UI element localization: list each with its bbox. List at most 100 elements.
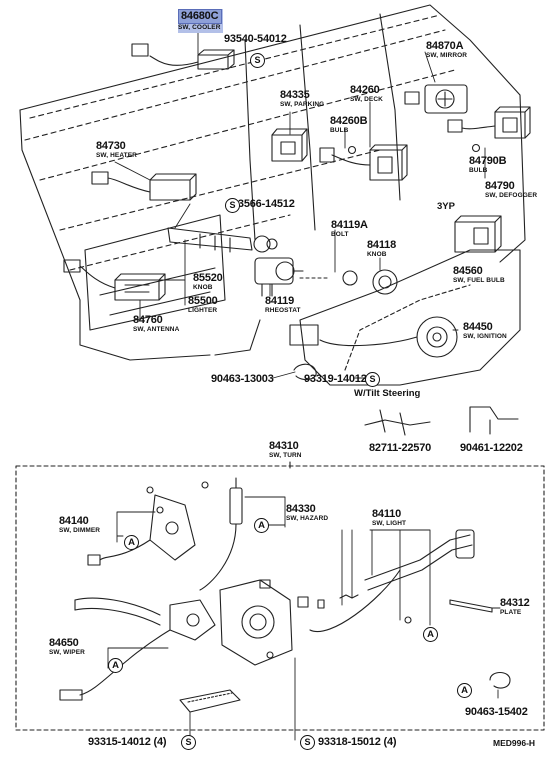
- part-label-93566-14512: 93566-14512: [232, 199, 295, 210]
- rheostat-drawing: [254, 257, 304, 297]
- part-number: 84110: [372, 508, 401, 520]
- part-label-84790: 84790 SW, DEFOGGER: [485, 181, 537, 200]
- part-desc: RHEOSTAT: [265, 307, 301, 314]
- callout-a-4: A: [108, 658, 123, 673]
- part-number: 93319-14012: [304, 373, 367, 385]
- part-number: 93315-14012 (4): [88, 736, 167, 748]
- part-number: 84260B: [330, 115, 368, 127]
- clamp-drawing: [293, 363, 317, 381]
- part-label-93540-54012: 93540-54012: [224, 34, 287, 45]
- part-number: 84119: [265, 295, 294, 307]
- part-number: 93540-54012: [224, 33, 287, 45]
- part-label-84790b: 84790B BULB: [469, 155, 507, 175]
- part-desc: SW, ANTENNA: [133, 326, 180, 333]
- light-switch-drawing: [297, 529, 475, 633]
- part-number: 84560: [453, 265, 483, 277]
- dimmer-switch-drawing: [87, 481, 209, 566]
- part-label-84260b: 84260B BULB: [330, 115, 368, 135]
- part-number: 84790B: [469, 155, 507, 167]
- part-label-84119: 84119 RHEOSTAT: [265, 296, 301, 315]
- callout-a-1: A: [124, 535, 139, 550]
- part-desc: KNOB: [193, 284, 213, 291]
- part-number: 85520: [193, 272, 223, 284]
- part-label-84119a: 84119A BOLT: [331, 220, 368, 239]
- part-number: 84140: [59, 515, 89, 527]
- part-desc: BULB: [469, 167, 488, 174]
- part-number: 90461-12202: [460, 442, 523, 454]
- part-number: 82711-22570: [369, 442, 432, 454]
- part-desc: SW, FUEL BULB: [453, 277, 505, 284]
- part-label-84140: 84140 SW, DIMMER: [59, 516, 100, 535]
- part-label-84110: 84110 SW, LIGHT: [372, 509, 406, 528]
- part-desc: SW, COOLER: [178, 24, 221, 31]
- part-label-84450: 84450 SW, IGNITION: [463, 322, 507, 341]
- part-number: 85500: [188, 295, 218, 307]
- part-number: 93318-15012 (4): [318, 736, 397, 748]
- part-label-84335: 84335 SW, PARKING: [280, 90, 324, 109]
- tilt-brackets-drawing: [364, 406, 519, 436]
- part-number: 84310: [269, 440, 299, 452]
- part-label-90463-15402: 90463-15402: [465, 707, 528, 718]
- part-desc: SW, HEATER: [96, 152, 137, 159]
- deck-switch-drawing: [319, 144, 408, 181]
- callout-a-5: A: [457, 683, 472, 698]
- part-number: 84680C: [178, 9, 223, 24]
- part-label-93315-14012: 93315-14012 (4): [88, 736, 167, 748]
- part-desc: SW, IGNITION: [463, 333, 507, 340]
- ignition-switch-drawing: [289, 316, 458, 358]
- part-label-93319-14012: 93319-14012: [304, 374, 367, 385]
- part-number: 90463-13003: [211, 373, 274, 385]
- part-label-85520: 85520 KNOB: [193, 273, 223, 292]
- part-desc: SW, TURN: [269, 452, 302, 459]
- part-number: 84119A: [331, 219, 368, 231]
- part-desc: SW, HAZARD: [286, 515, 329, 522]
- turn-switch-box: [15, 465, 545, 731]
- part-desc: SW, PARKING: [280, 101, 325, 108]
- part-desc: BOLT: [331, 231, 349, 238]
- connector-drawing: [179, 689, 241, 713]
- callout-s-4: S: [181, 735, 196, 750]
- knob-drawing: [299, 269, 398, 295]
- part-desc: SW, LIGHT: [372, 520, 407, 527]
- part-desc: SW, DECK: [350, 96, 383, 103]
- part-label-90463-13003: 90463-13003: [211, 374, 274, 385]
- callout-a-3: A: [423, 627, 438, 642]
- part-number: 84870A: [426, 40, 464, 52]
- tilt-steering-heading: W/Tilt Steering: [354, 388, 421, 399]
- part-label-84330: 84330 SW, HAZARD: [286, 504, 328, 523]
- callout-a-2: A: [254, 518, 269, 533]
- part-number: 84260: [350, 84, 380, 96]
- defogger-switch-drawing: [447, 106, 531, 153]
- part-desc: SW, WIPER: [49, 649, 85, 656]
- clip-drawing: [489, 671, 511, 689]
- plate-drawing: [449, 599, 493, 613]
- callout-s-1: S: [250, 53, 265, 68]
- heater-switch-drawing: [91, 171, 197, 201]
- combination-switch-drawing: [219, 579, 293, 666]
- antenna-switch-drawing: [63, 259, 166, 301]
- leader-lines: [107, 29, 501, 741]
- part-number: 84650: [49, 637, 79, 649]
- part-label-84312: 84312 PLATE: [500, 598, 530, 617]
- part-label-84560: 84560 SW, FUEL BULB: [453, 266, 505, 285]
- callout-s-5: S: [300, 735, 315, 750]
- part-label-82711-22570: 82711-22570: [369, 443, 431, 454]
- mirror-switch-drawing: [404, 84, 468, 114]
- callout-s-3: S: [365, 372, 380, 387]
- part-desc: PLATE: [500, 609, 522, 616]
- part-desc: KNOB: [367, 251, 387, 258]
- part-label-84730: 84730 SW, HEATER: [96, 141, 137, 160]
- fuel-bulb-switch-drawing: [454, 215, 502, 253]
- part-number: 84760: [133, 314, 163, 326]
- part-label-84260: 84260 SW, DECK: [350, 85, 383, 104]
- part-label-84310: 84310 SW, TURN: [269, 441, 302, 460]
- part-number: 84312: [500, 597, 530, 609]
- part-desc: SW, MIRROR: [426, 52, 468, 59]
- part-desc: SW, DEFOGGER: [485, 192, 538, 199]
- part-label-85500: 85500 LIGHTER: [188, 296, 218, 315]
- diagram-code: MED996-H: [493, 738, 536, 748]
- dashboard-panel: [19, 4, 526, 386]
- part-number: 84118: [367, 239, 396, 251]
- part-label-84650: 84650 SW, WIPER: [49, 638, 85, 657]
